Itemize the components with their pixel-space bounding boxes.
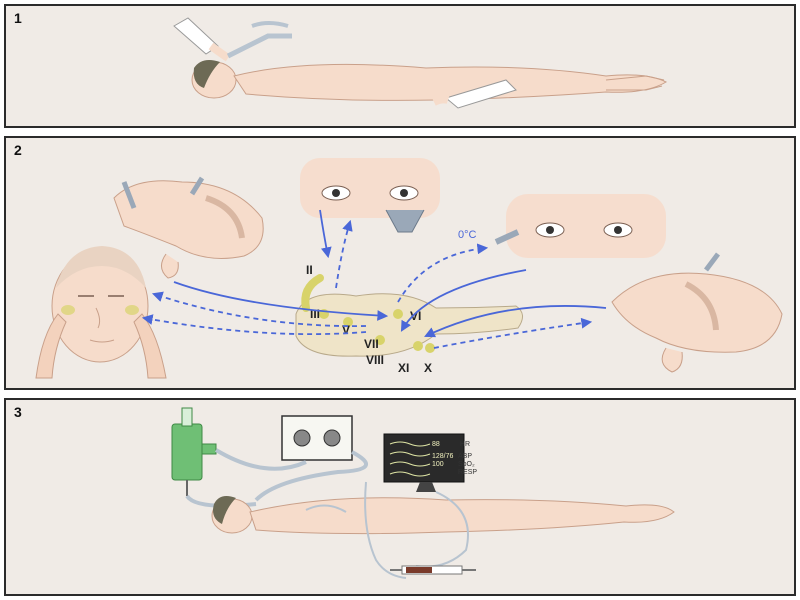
temperature-label: 0°C bbox=[458, 229, 477, 241]
panel-number-1: 1 bbox=[14, 10, 22, 26]
nerve-label-III: III bbox=[310, 307, 320, 321]
examiner-arm-with-tube bbox=[173, 17, 292, 62]
eyes-top-center bbox=[300, 158, 440, 233]
supine-patient-1 bbox=[191, 60, 668, 101]
nerve-label-XI: XI bbox=[398, 361, 409, 375]
monitor-hr-label: HR bbox=[460, 441, 470, 448]
patient-monitor bbox=[383, 433, 465, 492]
panel-number-2: 2 bbox=[14, 142, 22, 158]
nerve-label-II: II bbox=[306, 263, 313, 277]
nerve-label-X: X bbox=[424, 361, 432, 375]
monitor-spo2-value: 100 bbox=[432, 461, 444, 468]
panel-3-illustration: 88 128/76 100 HR ABP SpO₂ RESP bbox=[171, 407, 675, 579]
nerve-label-VII: VII bbox=[364, 337, 379, 351]
nerve-label-VIII: VIII bbox=[366, 353, 384, 367]
nerve-label-V: V bbox=[342, 323, 350, 337]
head-profile-right bbox=[611, 252, 783, 373]
nerve-label-VI: VI bbox=[410, 309, 421, 323]
reflex-arrows bbox=[141, 209, 607, 349]
ventilator-control-box bbox=[281, 415, 353, 461]
eyes-upper-right bbox=[494, 194, 666, 258]
panel-3: 3 88 128/76 1 bbox=[4, 398, 796, 596]
face-front-corneal-test bbox=[35, 246, 167, 379]
monitor-abp-label: ABP bbox=[458, 453, 472, 460]
monitor-resp-label: RESP bbox=[458, 469, 477, 476]
oxygen-flowmeter bbox=[171, 407, 217, 496]
head-profile-upper-left bbox=[113, 176, 264, 279]
monitor-abp-value: 128/76 bbox=[432, 453, 454, 460]
panel-2-illustration: 0°C II III V VI VII VIII XI X bbox=[35, 158, 783, 379]
panel-1-illustration bbox=[173, 17, 668, 109]
monitor-spo2-label: SpO₂ bbox=[458, 461, 475, 468]
panel-number-3: 3 bbox=[14, 404, 22, 420]
panel-1: 1 bbox=[4, 4, 796, 128]
monitor-hr-value: 88 bbox=[432, 441, 440, 448]
supine-patient-3 bbox=[211, 496, 675, 535]
examiner-arm-right bbox=[432, 79, 517, 109]
syringe bbox=[390, 565, 476, 575]
panel-2: 2 bbox=[4, 136, 796, 390]
